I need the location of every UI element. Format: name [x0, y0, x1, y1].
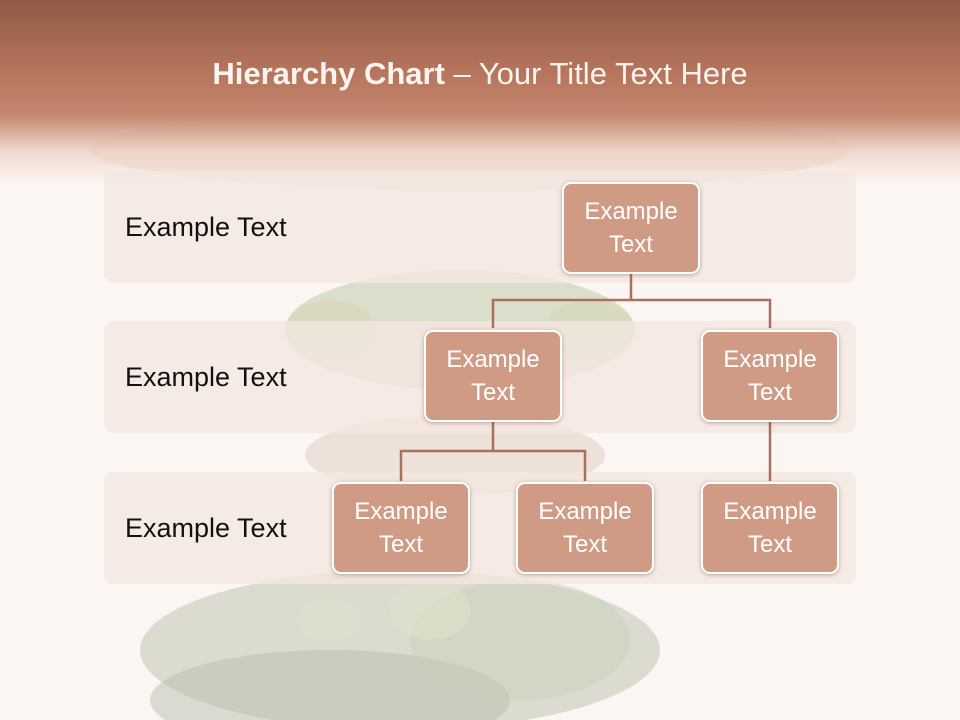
node-leaf-1-line1: Example — [354, 498, 448, 525]
level-band-1 — [104, 171, 856, 283]
node-leaf-1[interactable]: Example Text — [332, 482, 470, 574]
slide-title: Hierarchy Chart – Your Title Text Here — [0, 56, 960, 92]
connector-root-children — [491, 274, 772, 328]
node-mid-left-line2: Text — [470, 379, 515, 406]
node-root[interactable]: Example Text — [562, 182, 700, 274]
level-label-1: Example Text — [125, 212, 287, 242]
title-rest: – Your Title Text Here — [444, 56, 748, 91]
node-mid-right-line1: Example — [723, 346, 817, 373]
node-leaf-3-line1: Example — [723, 498, 817, 525]
node-mid-left-line1: Example — [446, 346, 540, 373]
node-mid-right[interactable]: Example Text — [701, 330, 839, 422]
title-bar — [0, 0, 960, 185]
node-leaf-3-line2: Text — [747, 531, 792, 558]
title-bold: Hierarchy Chart — [212, 56, 445, 91]
node-leaf-3[interactable]: Example Text — [701, 482, 839, 574]
connector-midleft-children — [399, 422, 587, 481]
node-root-line2: Text — [608, 231, 653, 258]
node-root-line1: Example — [584, 198, 678, 225]
level-label-3: Example Text — [125, 513, 287, 543]
node-leaf-2-line1: Example — [538, 498, 632, 525]
node-leaf-2-line2: Text — [562, 531, 607, 558]
node-mid-left[interactable]: Example Text — [424, 330, 562, 422]
node-mid-right-line2: Text — [747, 379, 792, 406]
level-label-2: Example Text — [125, 362, 287, 392]
node-leaf-2[interactable]: Example Text — [516, 482, 654, 574]
node-leaf-1-line2: Text — [378, 531, 423, 558]
